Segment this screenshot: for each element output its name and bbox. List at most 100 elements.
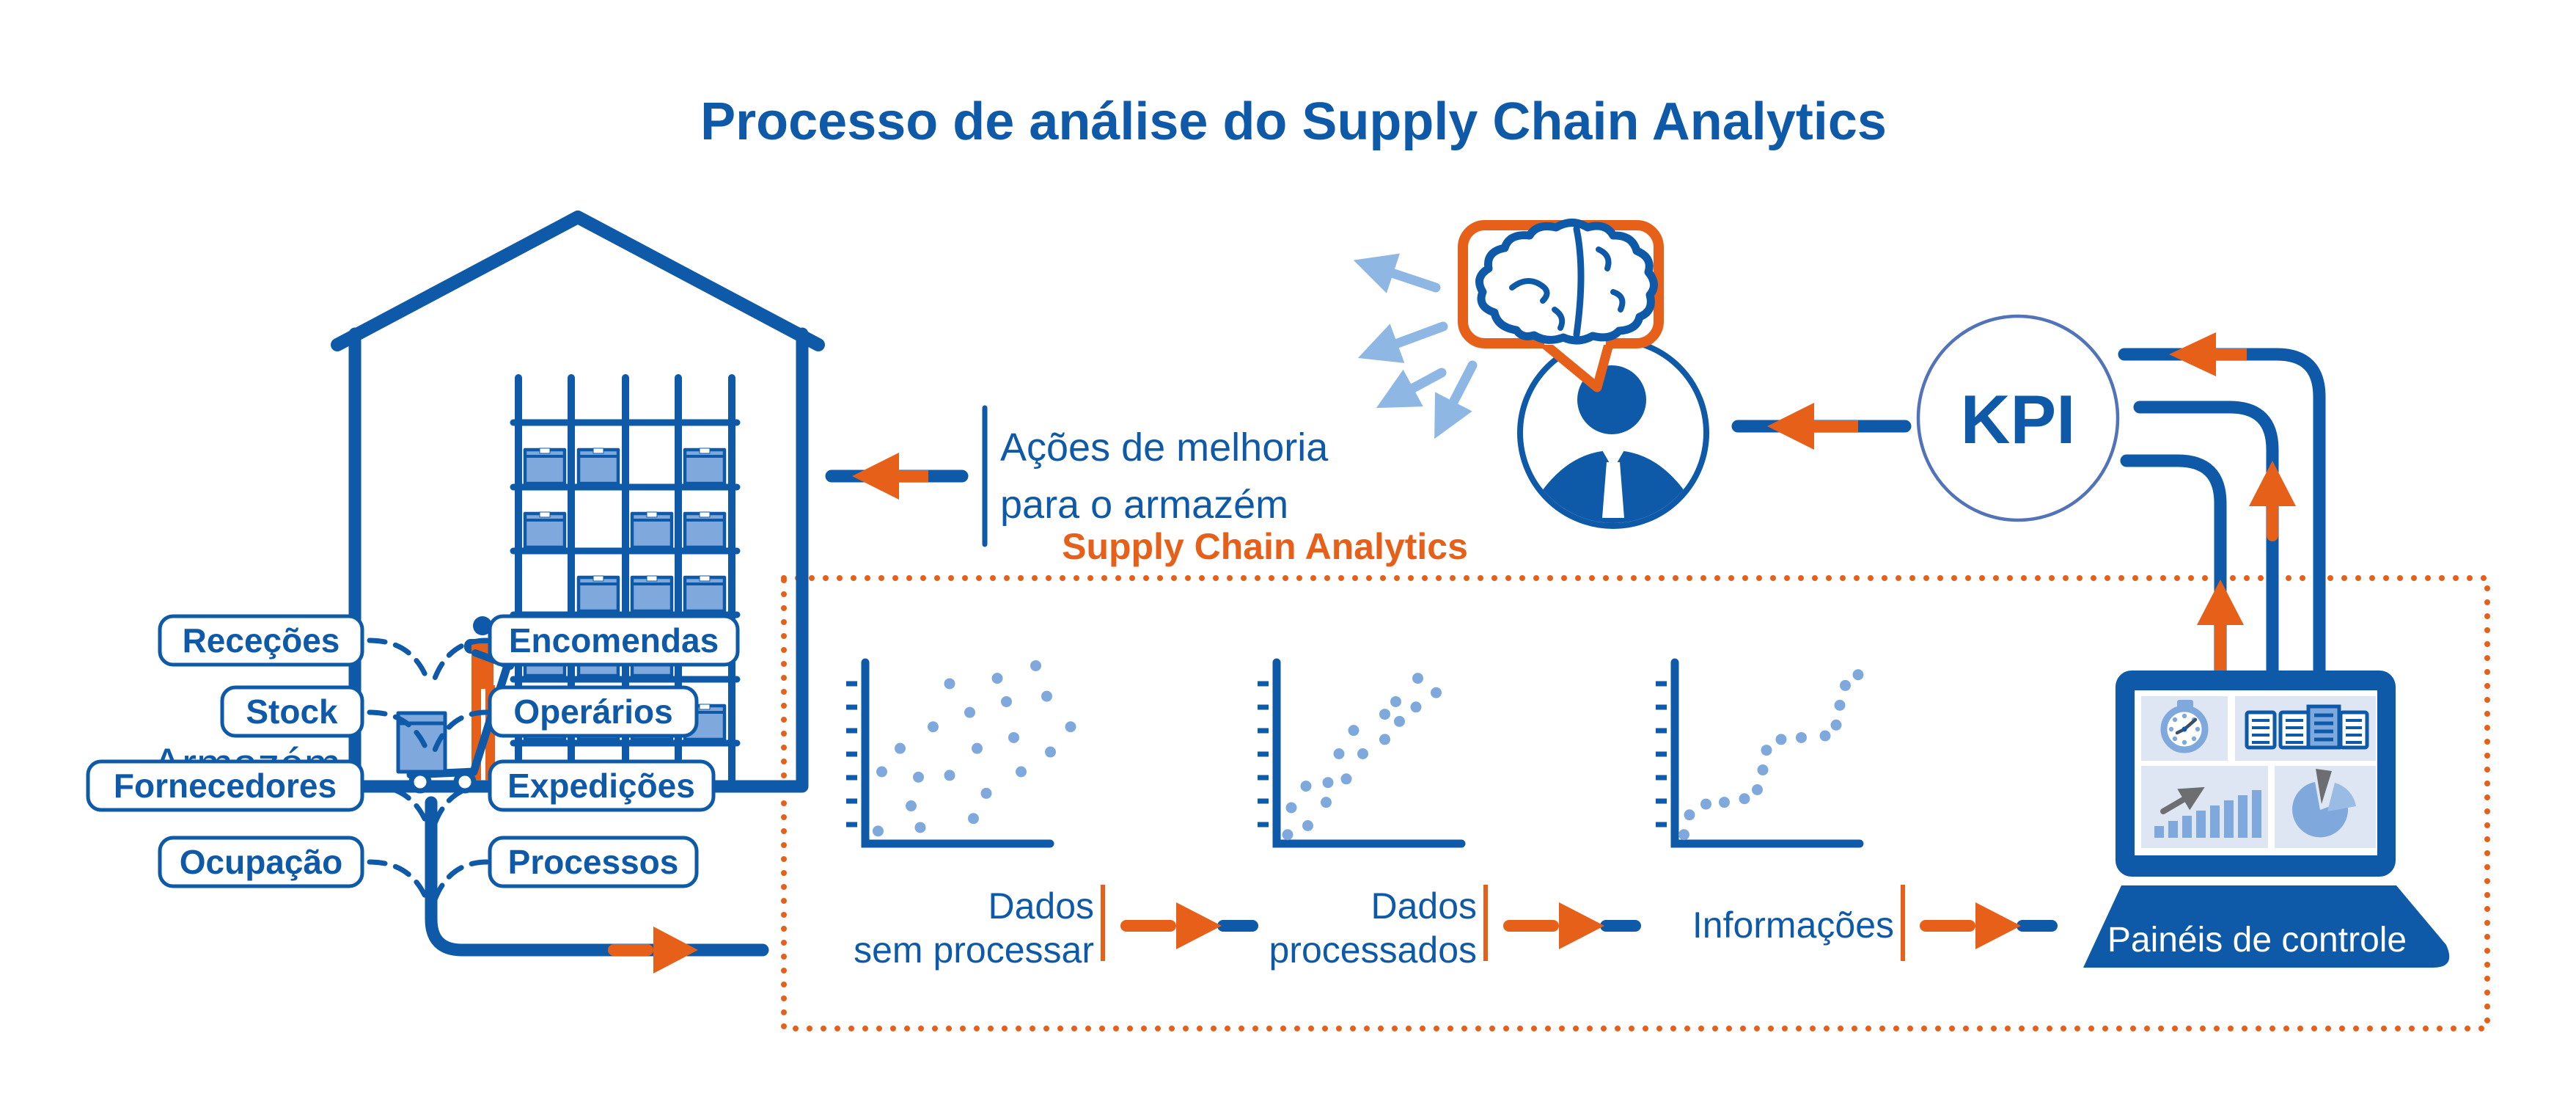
insight-arrows-icon bbox=[1353, 253, 1478, 439]
feedback-line1: Ações de melhoria bbox=[1000, 425, 1329, 470]
tag-ocupacao: Ocupação bbox=[158, 836, 364, 888]
scatter-chart-raw-data bbox=[846, 658, 1076, 848]
pie-chart-icon bbox=[2292, 769, 2356, 838]
storage-box-icon bbox=[683, 511, 727, 549]
chart-axes bbox=[861, 658, 1054, 848]
feedback-arrow-head bbox=[852, 453, 899, 500]
tag-expedicoes: Expedições bbox=[488, 759, 716, 812]
scatter-dot bbox=[1761, 745, 1772, 756]
scatter-dot bbox=[1684, 809, 1695, 821]
scatter-dot bbox=[895, 742, 906, 754]
scatter-dot bbox=[1830, 719, 1842, 731]
scatter-dot bbox=[873, 825, 884, 837]
scatter-dot bbox=[1700, 798, 1711, 810]
scatter-dot bbox=[1041, 690, 1052, 702]
analytics-heading: Supply Chain Analytics bbox=[1062, 526, 1468, 567]
page-title: Processo de análise do Supply Chain Anal… bbox=[700, 92, 1887, 151]
feedback-actions: Ações de melhoria para o armazém bbox=[825, 405, 1329, 547]
svg-text:Ocupação: Ocupação bbox=[180, 843, 342, 881]
storage-box-notch bbox=[592, 447, 604, 454]
svg-text:Encomendas: Encomendas bbox=[509, 621, 719, 660]
svg-text:Operários: Operários bbox=[513, 693, 672, 731]
kpi-to-analyst-arrow bbox=[1731, 403, 1912, 450]
scatter-dot bbox=[1379, 709, 1390, 720]
scatter-dot bbox=[1678, 829, 1689, 841]
kpi-line-bottom bbox=[2120, 454, 2227, 707]
analytics-box: Supply Chain Analytics bbox=[781, 526, 2490, 1031]
scatter-dot bbox=[1300, 781, 1312, 792]
storage-box-notch bbox=[539, 511, 551, 518]
tag-operarios: Operários bbox=[488, 685, 699, 738]
scatter-dot bbox=[964, 706, 975, 718]
scatter-dot bbox=[928, 721, 939, 733]
feedback-line2: para o armazém bbox=[1000, 483, 1288, 527]
kpi-circle bbox=[1916, 314, 2120, 522]
warehouse-roof bbox=[331, 211, 825, 351]
kpi-line-middle bbox=[2133, 401, 2279, 707]
scatter-dot bbox=[1796, 731, 1807, 743]
scatter-chart-processed-data bbox=[1258, 658, 1466, 848]
input-tags-right: Encomendas Operários Expedições Processo… bbox=[488, 614, 740, 888]
scatter-dot bbox=[1739, 793, 1750, 805]
storage-box-icon bbox=[576, 575, 620, 613]
scatter-dot bbox=[1412, 673, 1423, 684]
scatter-dot bbox=[1008, 731, 1019, 743]
stage3-line1: Informações bbox=[1692, 905, 1894, 946]
storage-box-icon bbox=[576, 447, 620, 486]
stopwatch-icon bbox=[2160, 700, 2209, 753]
scatter-dot bbox=[1834, 699, 1846, 711]
tag-stock: Stock bbox=[220, 685, 364, 738]
scatter-dots bbox=[1678, 669, 1864, 841]
scatter-dot bbox=[944, 770, 955, 781]
kpi: KPI bbox=[1731, 314, 2120, 522]
data-trunk-line bbox=[425, 796, 769, 957]
stage-labels: Dados sem processar Dados processados In… bbox=[854, 885, 2058, 971]
scatter-dot bbox=[1065, 721, 1076, 733]
scatter-dot bbox=[1321, 797, 1332, 808]
stage-arrow-2 bbox=[1503, 902, 1641, 949]
scatter-dot bbox=[1752, 784, 1763, 795]
scatter-dot bbox=[1719, 797, 1730, 808]
storage-box-icon bbox=[630, 575, 674, 613]
svg-text:Receções: Receções bbox=[183, 621, 340, 660]
storage-box-notch bbox=[646, 511, 658, 518]
scatter-dot bbox=[1282, 829, 1293, 841]
scatter-dot bbox=[980, 787, 992, 799]
analyst bbox=[1353, 219, 1709, 529]
scatter-dot bbox=[1852, 669, 1864, 681]
scatter-dot bbox=[1285, 802, 1297, 814]
dashboard-label: Painéis de controle bbox=[2107, 921, 2407, 960]
stage1-line2: sem processar bbox=[854, 929, 1094, 971]
chart-axes bbox=[1272, 658, 1466, 848]
scatter-dot bbox=[1410, 701, 1422, 713]
storage-box-notch bbox=[592, 575, 604, 582]
scatter-dot bbox=[1819, 730, 1831, 742]
storage-box-notch bbox=[539, 447, 551, 454]
storage-box-icon bbox=[630, 511, 674, 549]
tie-knot bbox=[1601, 449, 1625, 470]
scatter-dots bbox=[873, 660, 1076, 837]
svg-text:Processos: Processos bbox=[508, 843, 679, 881]
scatter-dot bbox=[1322, 777, 1334, 789]
storage-box-icon bbox=[683, 447, 727, 486]
kpi-label: KPI bbox=[1961, 381, 2076, 458]
scatter-dot bbox=[968, 813, 979, 825]
kpi-line-arrows bbox=[2169, 332, 2296, 685]
scatter-dot bbox=[914, 822, 926, 833]
tie-icon bbox=[1602, 462, 1624, 518]
analyst-avatar-icon bbox=[1517, 337, 1709, 529]
laptop-base bbox=[2083, 885, 2450, 968]
scatter-dot bbox=[876, 766, 887, 778]
scatter-dot bbox=[1840, 679, 1851, 691]
warehouse-data-inputs: Receções Stock Fornecedores Ocupação Enc… bbox=[86, 614, 769, 973]
storage-box-icon bbox=[523, 447, 567, 486]
brain-icon bbox=[1475, 219, 1658, 345]
bar-chart-icon bbox=[2154, 786, 2261, 838]
scatter-dot bbox=[1340, 773, 1352, 785]
stage2-line1: Dados bbox=[1370, 885, 1477, 927]
storage-box-notch bbox=[699, 704, 711, 710]
svg-text:Expedições: Expedições bbox=[507, 767, 695, 805]
scatter-dot bbox=[1394, 715, 1405, 727]
scatter-dot bbox=[1431, 687, 1442, 698]
tag-rececoes: Receções bbox=[158, 614, 364, 667]
